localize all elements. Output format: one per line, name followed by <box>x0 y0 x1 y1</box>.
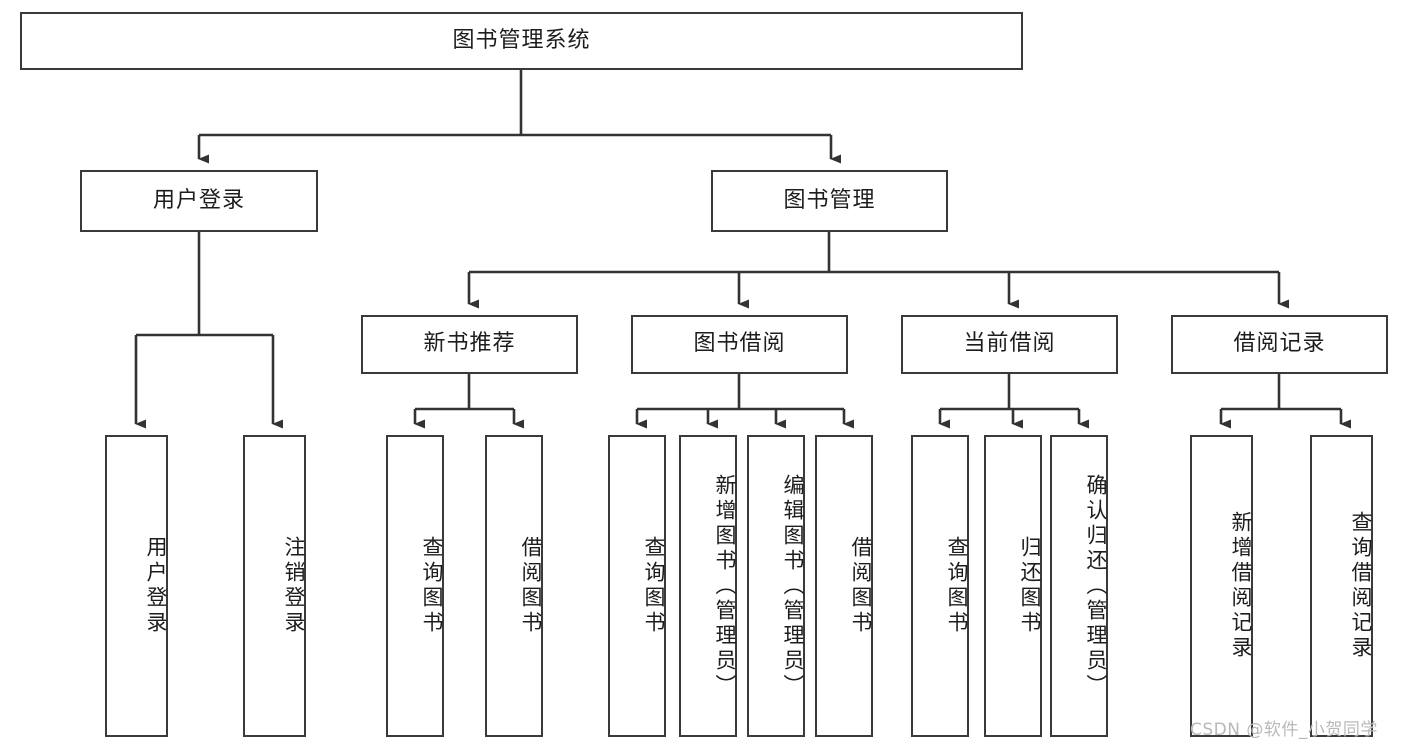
wire-group-record <box>1219 374 1351 429</box>
node-user-login[interactable]: 用户登录 <box>80 170 318 232</box>
wire-group-current <box>938 374 1089 429</box>
wire-group-login <box>134 232 283 429</box>
leaf-borrow-book-newrec-label: 借阅图书 <box>519 536 543 636</box>
node-borrow-record[interactable]: 借阅记录 <box>1171 315 1388 374</box>
leaf-user-login[interactable]: 用户登录 <box>105 435 168 737</box>
wire-group-root <box>197 70 841 164</box>
node-current-borrow-label: 当前借阅 <box>963 331 1056 357</box>
leaf-query-book-current-label: 查询图书 <box>945 536 969 636</box>
leaf-confirm-return-admin-label: 确认归还（管理员） <box>1084 473 1108 699</box>
leaf-edit-book-admin-label: 编辑图书（管理员） <box>781 473 805 699</box>
node-book-borrow[interactable]: 图书借阅 <box>631 315 848 374</box>
wire-group-newrec <box>413 374 524 429</box>
leaf-borrow-book-borrow[interactable]: 借阅图书 <box>815 435 873 737</box>
node-borrow-record-label: 借阅记录 <box>1233 331 1326 357</box>
leaf-add-book-admin-label: 新增图书（管理员） <box>713 473 737 699</box>
leaf-add-book-admin[interactable]: 新增图书（管理员） <box>679 435 737 737</box>
leaf-add-borrow-record[interactable]: 新增借阅记录 <box>1190 435 1253 737</box>
leaf-query-book-newrec-label: 查询图书 <box>420 536 444 636</box>
node-new-book-recommend[interactable]: 新书推荐 <box>361 315 578 374</box>
node-root-label: 图书管理系统 <box>452 27 591 53</box>
leaf-user-logout-label: 注销登录 <box>282 536 306 636</box>
node-book-borrow-label: 图书借阅 <box>693 331 786 357</box>
leaf-query-borrow-record[interactable]: 查询借阅记录 <box>1310 435 1373 737</box>
node-new-book-recommend-label: 新书推荐 <box>423 331 516 357</box>
leaf-user-login-label: 用户登录 <box>144 536 168 636</box>
node-user-login-label: 用户登录 <box>152 187 245 213</box>
wire-group-bookmg <box>467 232 1289 309</box>
leaf-query-book-current[interactable]: 查询图书 <box>911 435 969 737</box>
leaf-confirm-return-admin[interactable]: 确认归还（管理员） <box>1050 435 1108 737</box>
leaf-borrow-book-newrec[interactable]: 借阅图书 <box>485 435 543 737</box>
leaf-query-book-borrow[interactable]: 查询图书 <box>608 435 666 737</box>
node-book-management-label: 图书管理 <box>783 187 876 213</box>
leaf-user-logout[interactable]: 注销登录 <box>243 435 306 737</box>
csdn-watermark: CSDN @软件_小贺同学 <box>1190 720 1378 740</box>
leaf-query-book-newrec[interactable]: 查询图书 <box>386 435 444 737</box>
leaf-return-book[interactable]: 归还图书 <box>984 435 1042 737</box>
leaf-return-book-label: 归还图书 <box>1018 536 1042 636</box>
wire-group-borrow <box>635 374 854 429</box>
node-root[interactable]: 图书管理系统 <box>20 12 1023 70</box>
leaf-query-book-borrow-label: 查询图书 <box>642 536 666 636</box>
node-book-management[interactable]: 图书管理 <box>711 170 948 232</box>
leaf-borrow-book-borrow-label: 借阅图书 <box>849 536 873 636</box>
leaf-edit-book-admin[interactable]: 编辑图书（管理员） <box>747 435 805 737</box>
leaf-add-borrow-record-label: 新增借阅记录 <box>1229 511 1253 661</box>
leaf-query-borrow-record-label: 查询借阅记录 <box>1349 511 1373 661</box>
node-current-borrow[interactable]: 当前借阅 <box>901 315 1118 374</box>
